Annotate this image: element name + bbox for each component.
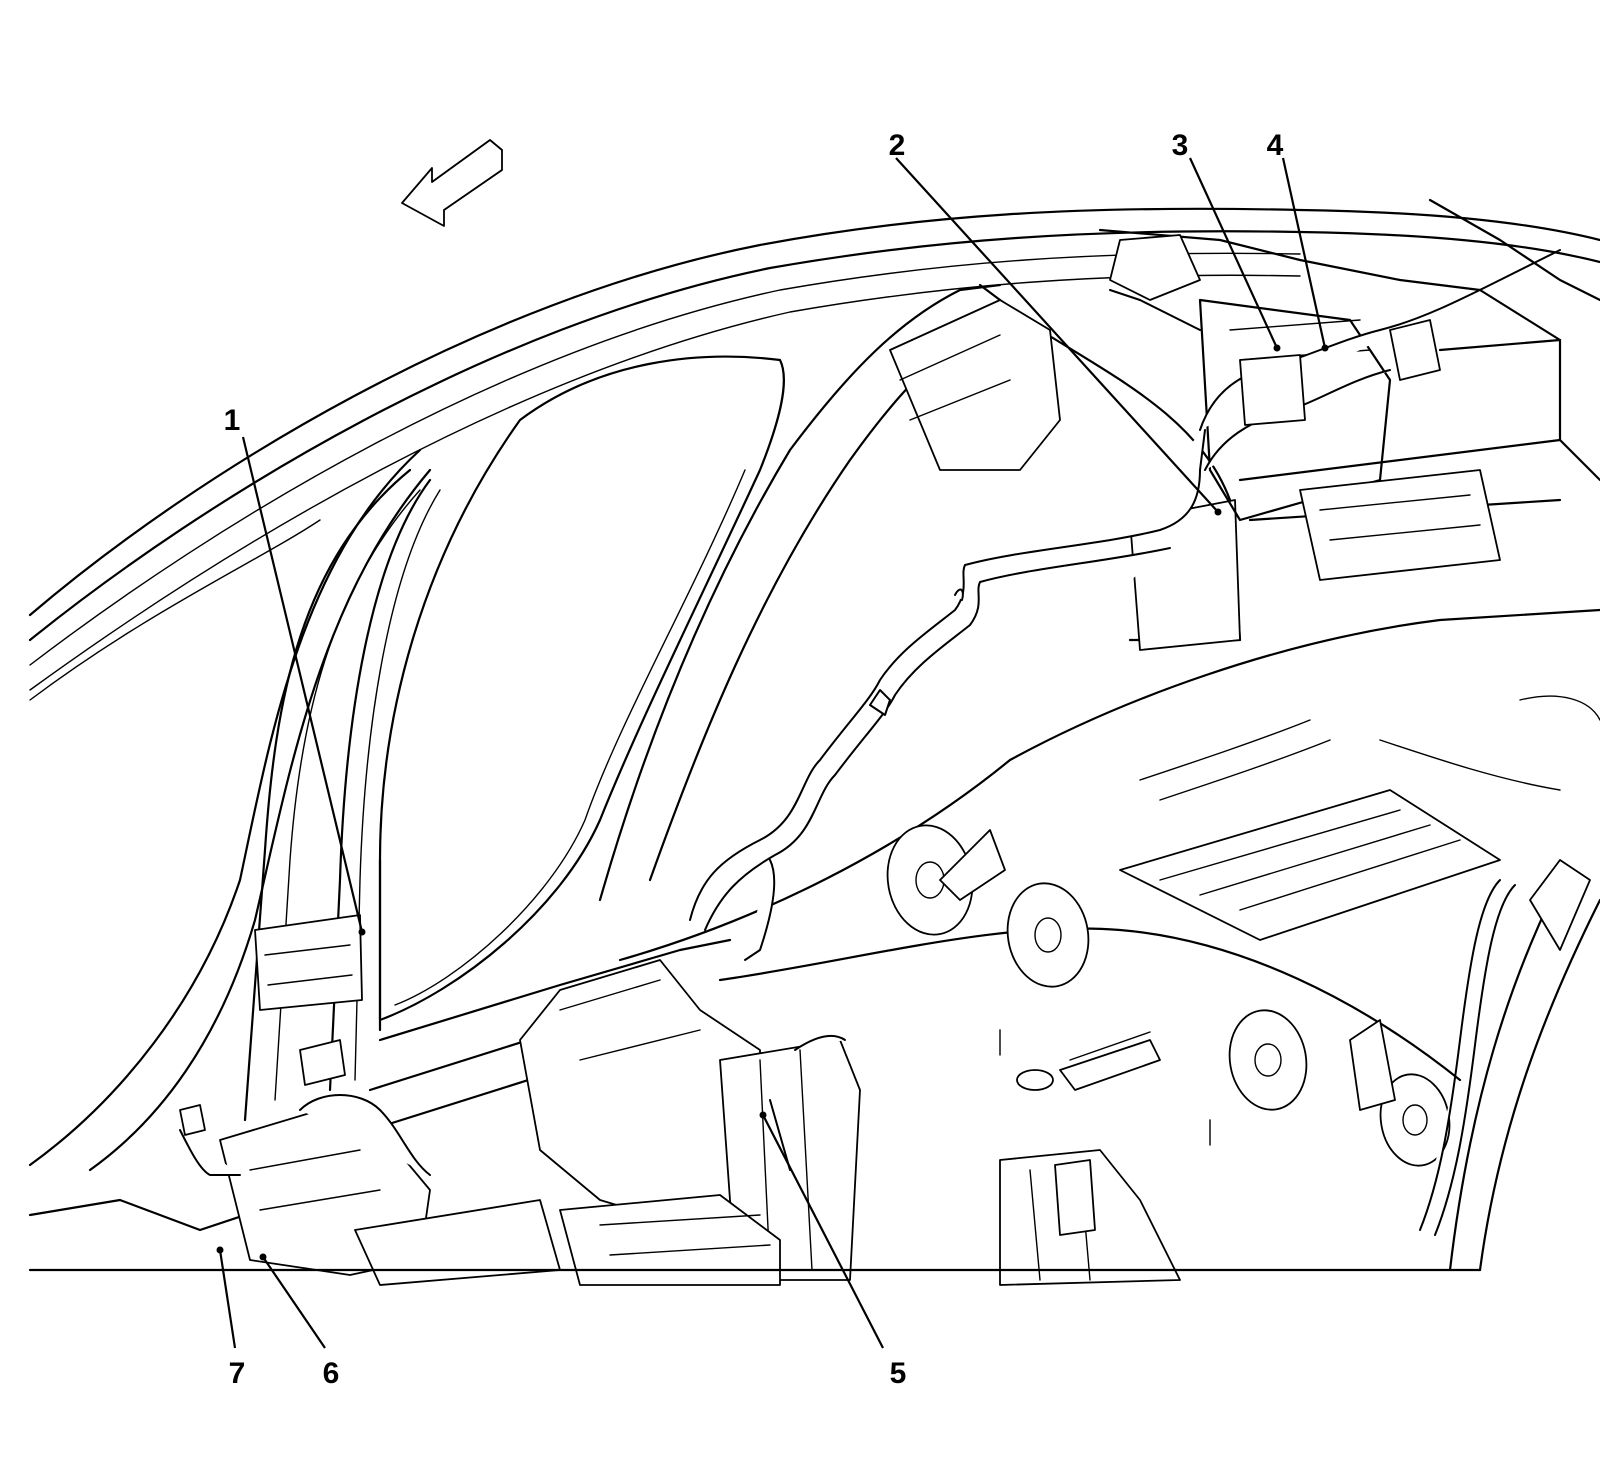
front-floor-structure — [28, 1109, 1482, 1286]
b-pillar — [28, 448, 441, 1172]
quarter-panel — [598, 283, 1242, 902]
wiring-harness — [179, 234, 1561, 1236]
roof-rail — [28, 207, 1600, 701]
callout-4-label: 4 — [1267, 129, 1284, 162]
callout-leaders — [216, 157, 1329, 1349]
door-opening — [378, 355, 786, 1022]
floor-pan — [618, 608, 1600, 1167]
rocker-sill — [368, 938, 1181, 1286]
callout-3-label: 3 — [1172, 129, 1189, 162]
callout-6-label: 6 — [323, 1357, 340, 1390]
callout-5-label: 5 — [890, 1357, 907, 1390]
callout-2-label: 2 — [889, 129, 906, 162]
callout-1-label: 1 — [224, 404, 241, 437]
callout-7-label: 7 — [229, 1357, 246, 1390]
arrow-front-icon — [401, 139, 503, 227]
callout-labels: 1 2 3 4 5 6 7 — [224, 129, 1284, 1390]
rear-package-shelf — [1098, 198, 1600, 581]
rear-wheelhouse — [1448, 695, 1600, 1272]
